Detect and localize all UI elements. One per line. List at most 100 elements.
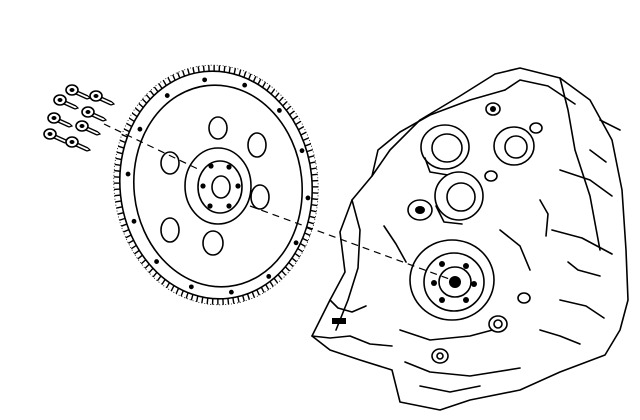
ring-bolt-hole — [188, 284, 194, 290]
gear-tooth — [125, 234, 132, 239]
gear-tooth — [130, 244, 137, 250]
gear-tooth — [281, 270, 287, 276]
flywheel-bolt — [89, 90, 116, 106]
gear-tooth — [310, 167, 317, 170]
gear-tooth — [257, 78, 262, 85]
gear-tooth — [195, 295, 199, 302]
gear-tooth — [118, 145, 125, 149]
ring-bolt-hole — [228, 289, 234, 295]
gear-tooth — [172, 74, 176, 81]
gear-tooth — [243, 71, 247, 78]
gear-tip-circle — [113, 64, 319, 306]
gear-tooth — [175, 287, 180, 294]
gear-tooth — [126, 122, 133, 128]
gear-tooth — [138, 102, 144, 108]
gear-tooth — [297, 247, 304, 253]
gear-tooth — [304, 232, 311, 237]
gear-tooth — [119, 217, 126, 221]
flywheel-bolt — [53, 94, 80, 110]
gear-tooth — [260, 286, 265, 293]
oil-gallery-plug — [407, 199, 433, 221]
gear-tooth — [299, 242, 306, 248]
crankshaft-flange — [409, 239, 495, 321]
gear-tooth — [123, 228, 130, 233]
gear-tooth — [228, 66, 231, 74]
flywheel-bolt — [65, 84, 92, 100]
cam-bore-upper-right — [493, 126, 535, 166]
gear-tooth — [248, 73, 252, 80]
gear-tooth — [252, 76, 257, 83]
gear-tooth — [306, 149, 313, 153]
gear-tooth — [180, 290, 184, 297]
ring-bolt-hole — [305, 195, 311, 201]
gear-tooth — [223, 65, 226, 73]
gear-tooth — [141, 98, 148, 104]
gear-tooth — [306, 226, 313, 231]
gear-tooth — [145, 94, 151, 100]
gear-tooth — [292, 115, 298, 121]
gear-tooth — [115, 200, 122, 203]
gear-tooth — [298, 126, 304, 131]
ring-bolt-hole — [242, 82, 248, 88]
gear-tooth — [192, 67, 195, 74]
gear-tooth — [285, 105, 292, 111]
gear-tooth — [162, 79, 167, 86]
gear-tooth — [206, 297, 209, 305]
gear-tooth — [149, 90, 155, 96]
gear-tooth — [170, 285, 175, 292]
flexplate-cutouts — [160, 116, 270, 256]
gear-tooth — [309, 215, 316, 219]
gear-tooth — [278, 96, 284, 103]
ring-bolt-hole — [125, 171, 131, 177]
gear-tooth — [134, 249, 140, 255]
gear-tooth — [311, 173, 318, 176]
ring-bolt-hole — [164, 93, 170, 98]
gear-tooth — [291, 257, 298, 263]
engine-block — [311, 67, 629, 411]
flywheel-bolt — [75, 120, 102, 136]
gear-tooth — [288, 262, 294, 268]
gear-tooth — [153, 86, 159, 93]
gear-tooth — [274, 92, 280, 99]
gear-tooth — [251, 291, 256, 298]
gear-tooth — [282, 101, 288, 107]
cam-bore-upper-left — [420, 124, 470, 176]
gear-tooth — [265, 284, 270, 291]
gear-tooth — [227, 298, 230, 305]
gear-tooth — [284, 266, 291, 272]
gear-tooth — [185, 292, 189, 299]
gear-tooth — [121, 223, 128, 227]
gear-tooth — [119, 139, 126, 144]
ring-gear-teeth — [113, 64, 319, 306]
alignment-lines — [103, 123, 453, 281]
gear-tooth — [256, 289, 260, 296]
gear-tooth — [115, 157, 122, 161]
gear-tooth — [137, 254, 143, 260]
gear-tooth — [311, 203, 318, 207]
gear-tooth — [202, 65, 205, 72]
gear-tooth — [304, 143, 311, 147]
gear-tooth — [158, 83, 163, 89]
gear-tooth — [273, 277, 279, 284]
gear-tooth — [289, 110, 295, 116]
gear-tooth — [161, 279, 166, 285]
gear-tooth — [128, 117, 135, 123]
gear-tooth — [140, 259, 147, 265]
gear-tooth — [116, 206, 123, 209]
flywheel-bolts — [43, 84, 116, 152]
gear-tooth — [277, 274, 283, 280]
gear-tooth — [117, 211, 124, 215]
gear-tooth — [114, 163, 121, 167]
gear-tooth — [309, 161, 316, 164]
gear-tooth — [181, 70, 186, 77]
gear-tooth — [300, 131, 307, 136]
gear-tooth — [123, 128, 130, 133]
gear-tooth — [311, 198, 318, 201]
gear-tooth — [114, 194, 121, 197]
gear-tooth — [261, 81, 267, 88]
gear-tooth — [148, 267, 154, 274]
gear-tooth — [121, 133, 128, 138]
flywheel-bolt — [43, 128, 70, 144]
flywheel-bolt — [47, 112, 74, 128]
